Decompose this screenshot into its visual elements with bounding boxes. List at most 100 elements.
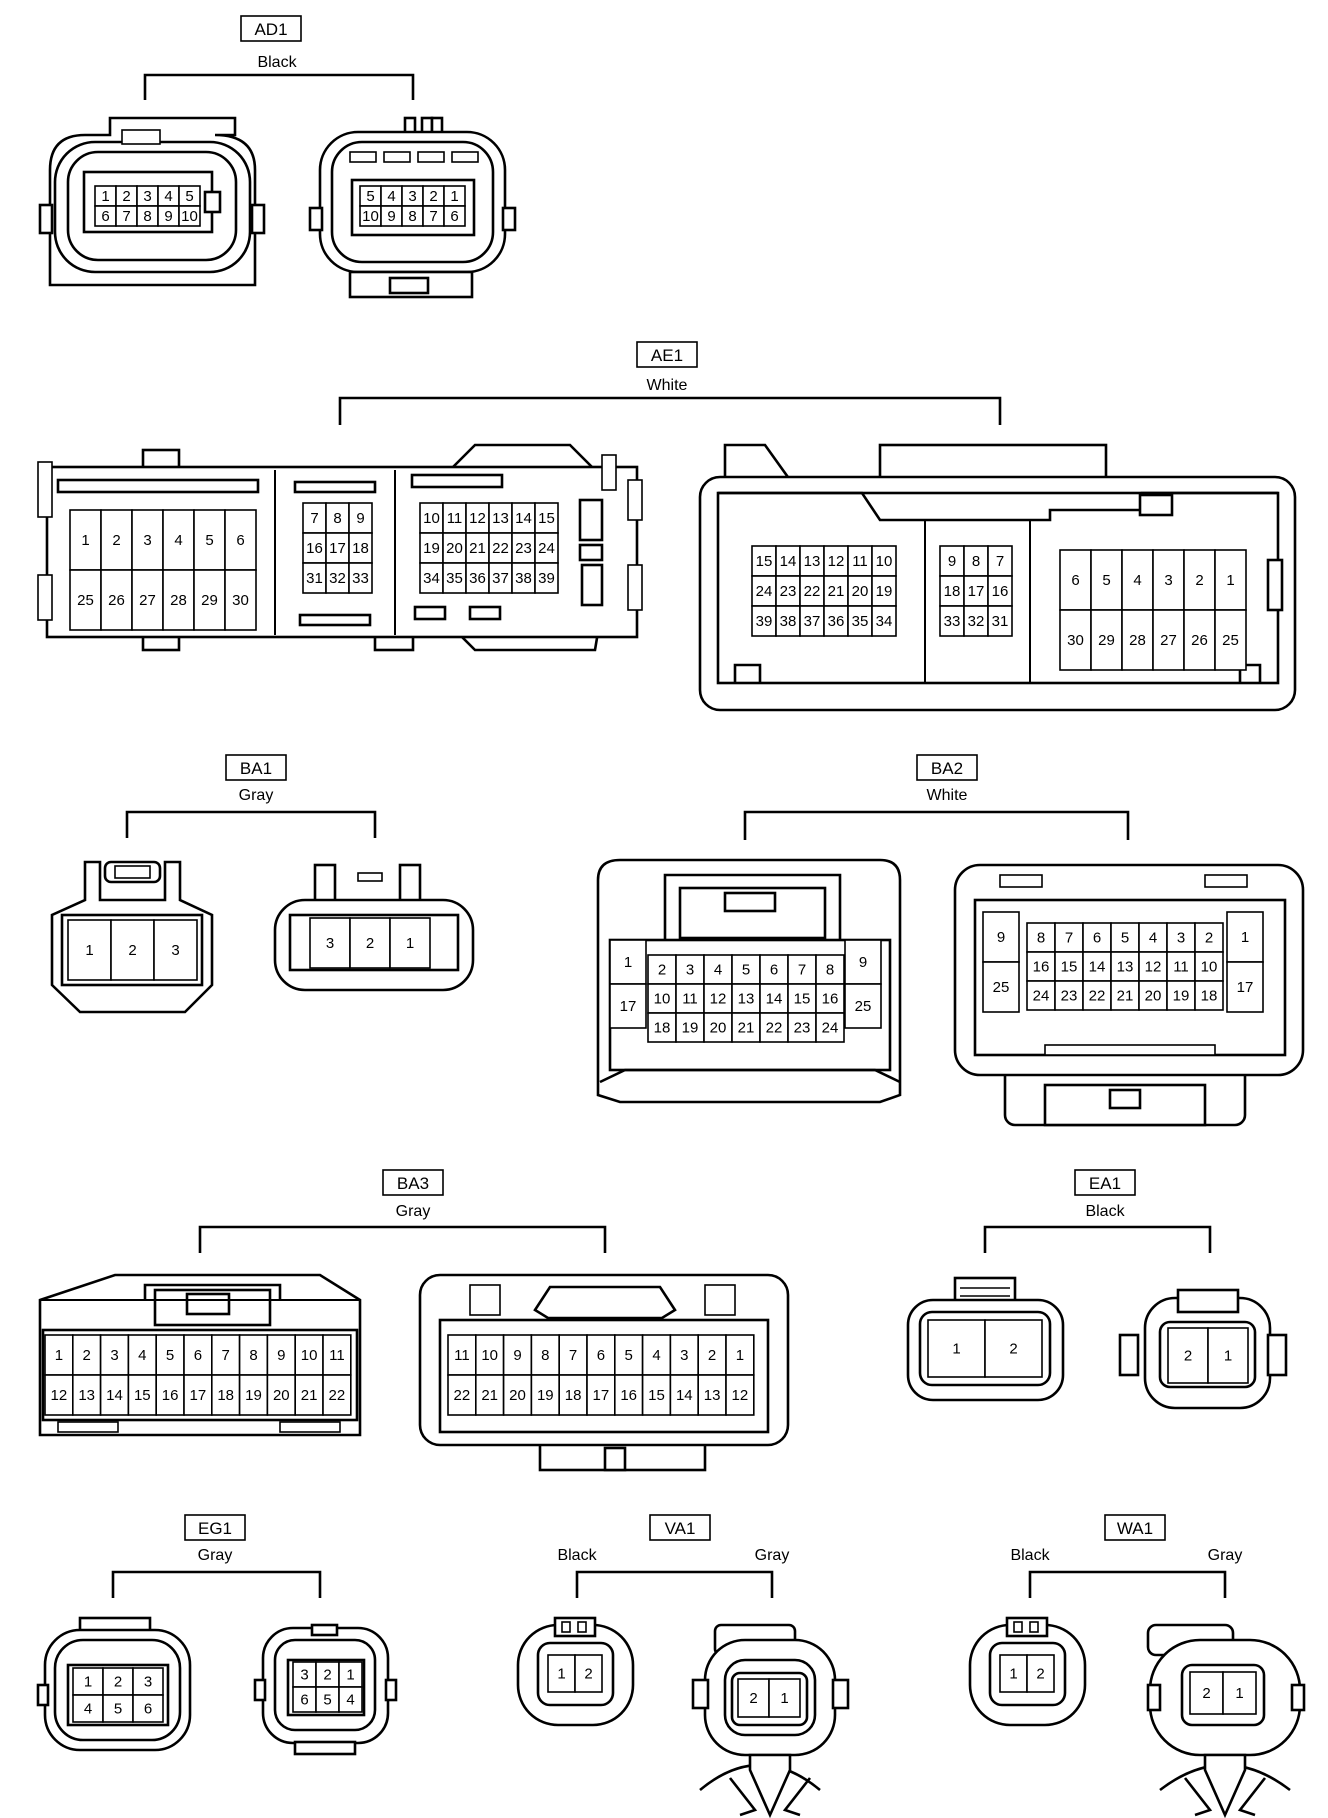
connector-id-label: EA1 xyxy=(1089,1174,1121,1193)
pin-number: 10 xyxy=(654,991,671,1008)
pin-cell xyxy=(731,1012,761,1043)
pin-number: 1 xyxy=(557,1666,565,1683)
pin-cell xyxy=(1121,549,1154,611)
pin-number: 21 xyxy=(469,540,486,557)
pin-number: 3 xyxy=(1177,930,1185,947)
pin-number: 3 xyxy=(1164,572,1172,589)
pin-number: 36 xyxy=(828,613,845,630)
pin-number: 5 xyxy=(1121,930,1129,947)
pin-cell xyxy=(131,509,164,571)
pin-number: 6 xyxy=(770,962,778,979)
pin-number: 3 xyxy=(300,1667,308,1684)
pin-cell xyxy=(530,1374,561,1416)
pin-number: 16 xyxy=(306,540,323,557)
pin-cell xyxy=(613,1374,644,1416)
connector-color-label: Gray xyxy=(198,1547,233,1564)
pin-number: 8 xyxy=(972,553,980,570)
pin-cell xyxy=(44,1334,74,1376)
pin-number: 18 xyxy=(217,1387,234,1404)
pin-number: 25 xyxy=(1222,632,1239,649)
pin-number: 38 xyxy=(515,570,532,587)
pin-number: 17 xyxy=(1237,979,1254,996)
pin-number: 6 xyxy=(194,1347,202,1364)
pin-number: 19 xyxy=(1173,988,1190,1005)
pin-cell xyxy=(72,1694,104,1723)
pin-number: 8 xyxy=(249,1347,257,1364)
pin-number: 19 xyxy=(245,1387,262,1404)
pin-number: 2 xyxy=(323,1667,331,1684)
pin-cell xyxy=(737,1678,770,1718)
pin-number: 7 xyxy=(996,553,1004,570)
pin-number: 1 xyxy=(952,1341,960,1358)
pin-number: 36 xyxy=(469,570,486,587)
pin-number: 6 xyxy=(101,208,109,225)
pin-number: 5 xyxy=(366,188,374,205)
pin-cell xyxy=(1082,922,1112,953)
pin-cell xyxy=(815,1012,845,1043)
pin-cell xyxy=(389,917,431,969)
pin-cell xyxy=(132,1694,164,1723)
pin-number: 29 xyxy=(201,592,218,609)
pin-number: 7 xyxy=(798,962,806,979)
pin-number: 32 xyxy=(968,613,985,630)
pin-number: 12 xyxy=(469,510,486,527)
pin-number: 1 xyxy=(736,1347,744,1364)
pin-number: 11 xyxy=(682,991,698,1008)
pin-cell xyxy=(775,605,801,637)
pin-cell xyxy=(731,954,761,985)
pin-number: 37 xyxy=(492,570,509,587)
pin-number: 1 xyxy=(624,954,632,971)
pin-number: 13 xyxy=(492,510,509,527)
pin-number: 5 xyxy=(205,532,213,549)
pin-number: 20 xyxy=(509,1387,526,1404)
pin-cell xyxy=(1226,961,1264,1013)
pin-cell xyxy=(984,1319,1043,1378)
pin-number: 18 xyxy=(565,1387,582,1404)
connector-left-color-label: Black xyxy=(1010,1547,1050,1564)
pin-number: 23 xyxy=(515,540,532,557)
pin-number: 17 xyxy=(620,998,637,1015)
pin-number: 18 xyxy=(1201,988,1218,1005)
pin-cell xyxy=(474,1374,505,1416)
pin-cell xyxy=(1214,549,1247,611)
pin-number: 13 xyxy=(704,1387,721,1404)
pin-number: 8 xyxy=(1037,930,1045,947)
pin-number: 4 xyxy=(84,1701,92,1718)
pin-number: 19 xyxy=(682,1020,699,1037)
pin-number: 20 xyxy=(1145,988,1162,1005)
pin-number: 10 xyxy=(181,208,198,225)
pin-number: 7 xyxy=(569,1347,577,1364)
pin-number: 8 xyxy=(541,1347,549,1364)
pin-number: 8 xyxy=(333,510,341,527)
pin-number: 22 xyxy=(492,540,509,557)
pin-number: 3 xyxy=(144,1674,152,1691)
pin-cell xyxy=(1090,609,1123,671)
pin-number: 11 xyxy=(454,1347,470,1364)
pin-number: 14 xyxy=(766,991,783,1008)
pin-cell xyxy=(725,1374,755,1416)
pin-cell xyxy=(447,1374,477,1416)
pin-number: 10 xyxy=(362,208,379,225)
pin-cell xyxy=(72,1374,102,1416)
pin-number: 22 xyxy=(804,583,821,600)
pin-number: 30 xyxy=(232,592,249,609)
pin-number: 9 xyxy=(387,208,395,225)
pin-number: 7 xyxy=(122,208,130,225)
pin-number: 13 xyxy=(738,991,755,1008)
pin-number: 1 xyxy=(780,1690,788,1707)
pin-number: 3 xyxy=(326,935,334,952)
pin-cell xyxy=(1183,609,1216,671)
pin-number: 7 xyxy=(429,208,437,225)
pin-cell xyxy=(1026,951,1056,982)
